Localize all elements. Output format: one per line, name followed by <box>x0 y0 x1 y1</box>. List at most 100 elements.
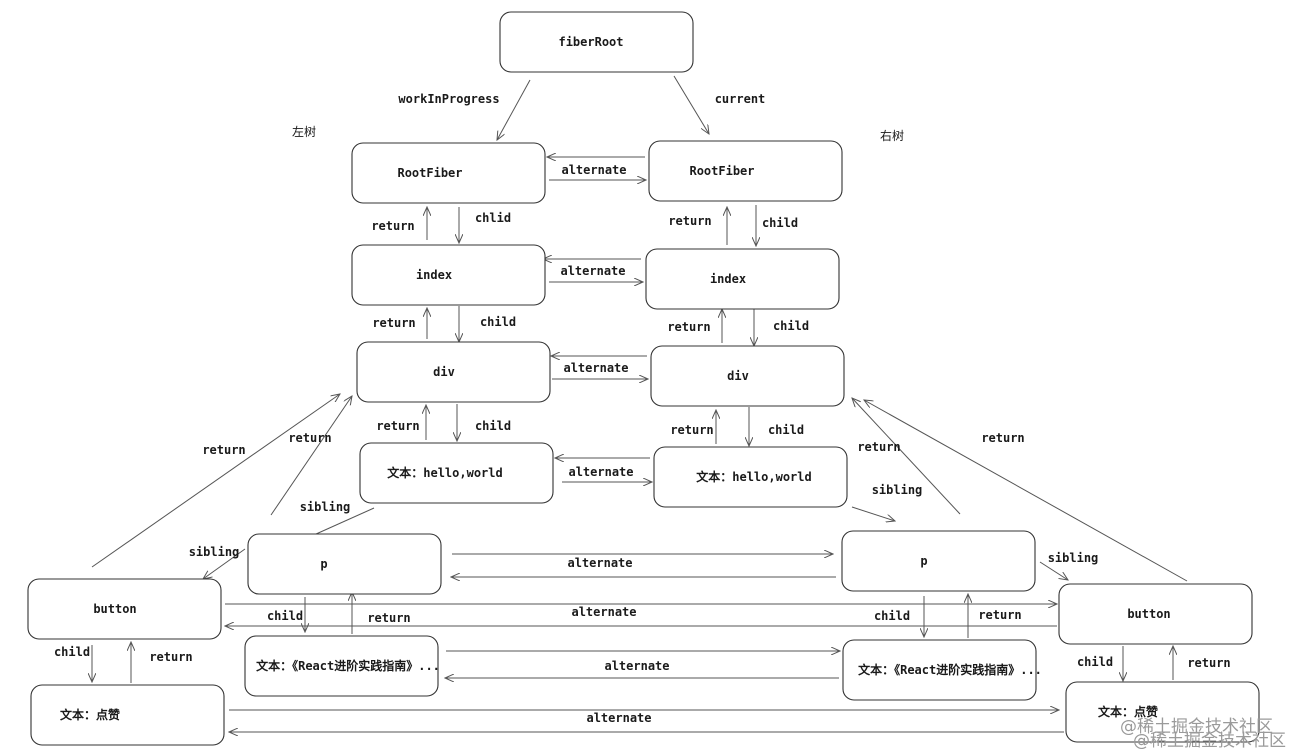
edge-label-sibling: sibling <box>872 483 923 497</box>
node-label: 文本：点赞 <box>60 707 120 722</box>
node-r-div: div <box>650 345 845 407</box>
edge-label-workinprogress: workInProgress <box>398 92 499 106</box>
edge-label-return: return <box>857 440 900 454</box>
node-box <box>1058 583 1253 645</box>
right-tree-label: 右树 <box>880 128 904 143</box>
edge-label-return: return <box>371 219 414 233</box>
node-box <box>247 533 442 595</box>
edge-label-chlid: chlid <box>475 211 511 225</box>
node-fiberroot: fiberRoot <box>499 11 694 73</box>
node-label: button <box>1127 607 1170 621</box>
edge-arrow <box>1039 561 1068 580</box>
edge-arrow <box>851 506 895 521</box>
node-r-index: index <box>645 248 840 310</box>
node-r-p: p <box>841 530 1036 592</box>
edge-label-return: return <box>149 650 192 664</box>
node-label: RootFiber <box>397 166 462 180</box>
node-box <box>244 635 439 697</box>
edge-label-return: return <box>202 443 245 457</box>
edge-r-p-to-r-div <box>852 398 961 515</box>
node-l-like: 文本：点赞 <box>30 684 225 746</box>
node-r-button: button <box>1058 583 1253 645</box>
edge-l-button-to-l-div <box>91 394 340 568</box>
node-label: p <box>920 554 927 568</box>
node-box <box>1065 681 1260 743</box>
edge-r-p-to-r-button <box>1039 561 1068 580</box>
node-box <box>351 142 546 204</box>
node-box <box>645 248 840 310</box>
edge-label-return: return <box>668 214 711 228</box>
node-box <box>351 244 546 306</box>
edge-arrow <box>673 75 709 134</box>
watermark: @稀土掘金技术社区 <box>1120 717 1273 737</box>
node-l-rootfiber: RootFiber <box>351 142 546 204</box>
node-box <box>653 446 848 508</box>
left-tree-label: 左树 <box>292 124 316 139</box>
edge-label-child: child <box>267 609 303 623</box>
edge-l-p-to-l-div <box>270 396 352 516</box>
edge-label-child: child <box>773 319 809 333</box>
edge-label-alternate: alternate <box>560 264 625 278</box>
node-box <box>650 345 845 407</box>
edge-label-current: current <box>715 92 766 106</box>
edge-label-sibling: sibling <box>189 545 240 559</box>
edge-label-return: return <box>372 316 415 330</box>
edge-label-alternate: alternate <box>563 361 628 375</box>
edge-label-child: child <box>54 645 90 659</box>
edge-arrow <box>864 400 1188 582</box>
node-l-button: button <box>27 578 222 640</box>
edge-label-return: return <box>367 611 410 625</box>
edge-label-return: return <box>670 423 713 437</box>
node-label: p <box>320 557 327 571</box>
node-l-ptext: 文本：《React进阶实践指南》... <box>244 635 440 697</box>
edge-label-child: child <box>475 419 511 433</box>
edge-arrow <box>852 398 961 515</box>
edge-label-alternate: alternate <box>568 465 633 479</box>
edge-arrow <box>497 79 531 140</box>
node-label: div <box>433 365 455 379</box>
node-label: 文本：《React进阶实践指南》... <box>858 662 1042 677</box>
watermark: @稀土掘金技术社区 <box>1133 731 1286 751</box>
node-r-ptext: 文本：《React进阶实践指南》... <box>842 639 1042 701</box>
node-r-like: 文本：点赞 <box>1065 681 1260 743</box>
node-l-index: index <box>351 244 546 306</box>
edge-label-return: return <box>376 419 419 433</box>
node-label: 文本：《React进阶实践指南》... <box>256 658 440 673</box>
edge-label-sibling: sibling <box>300 500 351 514</box>
edge-r-hello-to-r-p <box>851 506 895 521</box>
node-box <box>30 684 225 746</box>
node-label: button <box>93 602 136 616</box>
edge-r-button-to-r-div <box>864 400 1188 582</box>
edge-label-alternate: alternate <box>567 556 632 570</box>
node-box <box>356 341 551 403</box>
edge-label-return: return <box>981 431 1024 445</box>
edge-label-return: return <box>288 431 331 445</box>
node-box <box>359 442 554 504</box>
node-label: index <box>710 272 746 286</box>
edge-label-child: child <box>480 315 516 329</box>
edge-label-child: child <box>762 216 798 230</box>
edge-label-alternate: alternate <box>571 605 636 619</box>
node-label: div <box>727 369 749 383</box>
edge-label-return: return <box>1187 656 1230 670</box>
edge-label-child: child <box>1077 655 1113 669</box>
edge-label-return: return <box>978 608 1021 622</box>
edge-arrow <box>270 396 352 516</box>
edge-fiberroot-to-r-rootfiber <box>673 75 709 134</box>
node-label: fiberRoot <box>558 35 623 49</box>
edge-label-alternate: alternate <box>561 163 626 177</box>
edge-fiberroot-to-l-rootfiber <box>497 79 531 140</box>
edge-label-return: return <box>667 320 710 334</box>
node-l-hello: 文本：hello,world <box>359 442 554 504</box>
node-box <box>648 140 843 202</box>
edge-label-child: child <box>768 423 804 437</box>
edge-arrow <box>91 394 340 568</box>
node-label: index <box>416 268 452 282</box>
node-box <box>841 530 1036 592</box>
node-box <box>842 639 1037 701</box>
node-label: 文本：hello,world <box>387 465 502 480</box>
edge-label-sibling: sibling <box>1048 551 1099 565</box>
node-l-p: p <box>247 533 442 595</box>
edge-label-alternate: alternate <box>604 659 669 673</box>
edge-label-alternate: alternate <box>586 711 651 725</box>
